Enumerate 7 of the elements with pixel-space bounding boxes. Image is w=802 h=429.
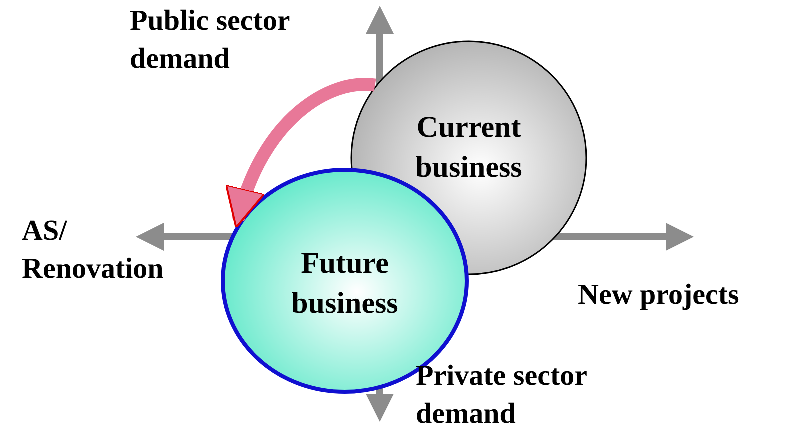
axis-label: AS/ Renovation [22, 214, 165, 287]
axis-label: New projects [578, 278, 740, 313]
axis-label: Private sector demand [416, 359, 588, 429]
circle-label: Future business [290, 246, 400, 322]
circle-label: Current business [414, 110, 524, 186]
axis-label: Public sector demand [130, 4, 291, 77]
curved-arrow [227, 78, 376, 229]
